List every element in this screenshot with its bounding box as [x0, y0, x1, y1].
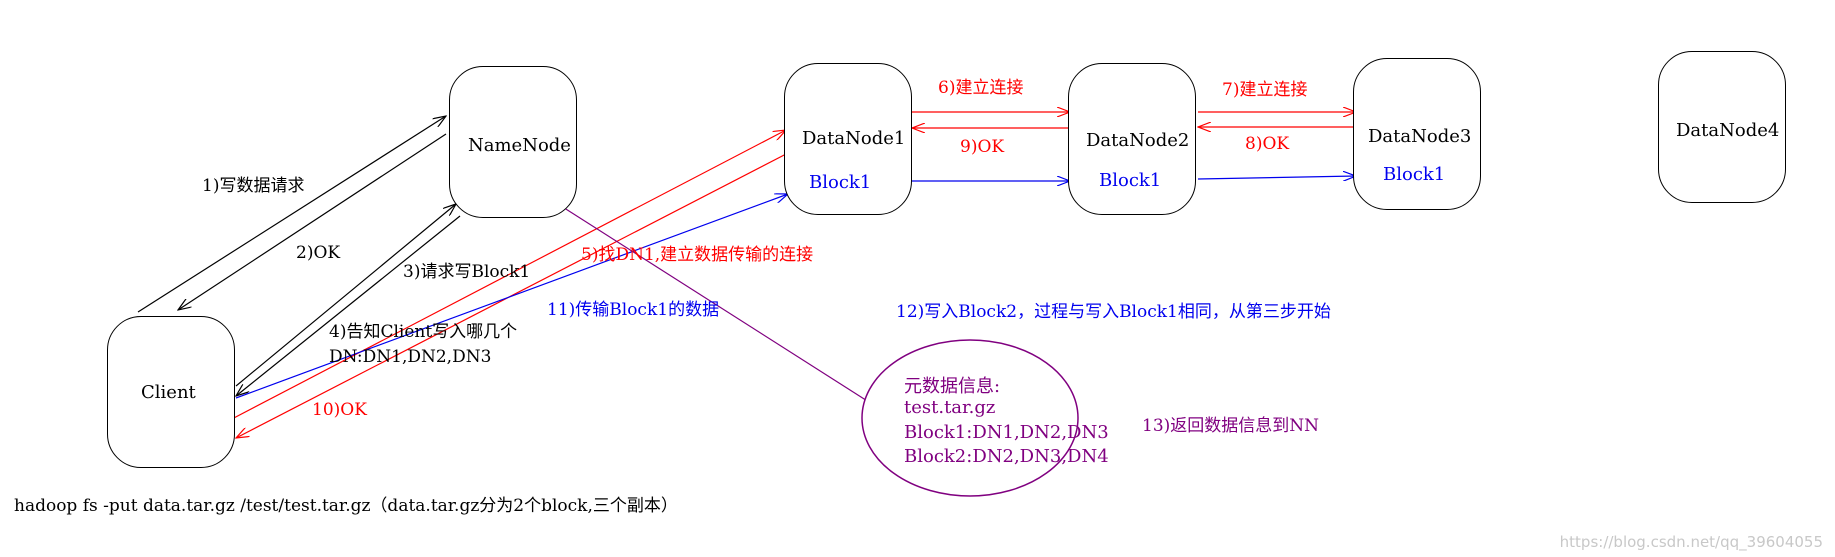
datanode3-block: Block1 [1383, 164, 1446, 185]
metadata-title: 元数据信息: [904, 376, 1001, 397]
datanode2-label: DataNode2 [1086, 130, 1190, 151]
step2-label: 2)OK [296, 243, 341, 263]
arrow-request-block [235, 204, 456, 387]
arrow-ok [178, 133, 447, 310]
datanode2-box [1068, 63, 1196, 215]
step13-label: 13)返回数据信息到NN [1142, 416, 1320, 436]
namenode-label: NameNode [468, 135, 571, 156]
arrow-tell-client [236, 215, 461, 396]
step9-label: 9)OK [960, 137, 1005, 157]
client-label: Client [141, 382, 196, 403]
step1-label: 1)写数据请求 [202, 176, 305, 196]
metadata-block1: Block1:DN1,DN2,DN3 [904, 422, 1109, 443]
metadata-ellipse [861, 339, 1079, 497]
arrow-connect-dn1 [229, 130, 786, 421]
arrow-dn2-dn3-data [1197, 176, 1356, 179]
step4-label-line2: DN:DN1,DN2,DN3 [329, 347, 492, 367]
arrow-write-request [137, 116, 446, 313]
datanode3-label: DataNode3 [1368, 126, 1472, 147]
watermark: https://blog.csdn.net/qq_39604055 [1559, 533, 1823, 551]
client-box [107, 316, 235, 468]
step5-label: 5)找DN1,建立数据传输的连接 [581, 245, 814, 265]
command-caption: hadoop fs -put data.tar.gz /test/test.ta… [14, 496, 678, 516]
step10-label: 10)OK [312, 400, 367, 420]
step3-label: 3)请求写Block1 [403, 262, 531, 282]
step11-label: 11)传输Block1的数据 [547, 300, 720, 320]
metadata-file: test.tar.gz [904, 397, 996, 418]
step6-label: 6)建立连接 [938, 78, 1024, 98]
step12-label: 12)写入Block2，过程与写入Block1相同，从第三步开始 [896, 302, 1331, 322]
step7-label: 7)建立连接 [1222, 80, 1308, 100]
step8-label: 8)OK [1245, 134, 1290, 154]
arrow-transfer-block [235, 194, 788, 399]
datanode4-box [1658, 51, 1786, 203]
datanode1-box [784, 63, 912, 215]
datanode3-box [1353, 58, 1481, 210]
datanode2-block: Block1 [1099, 170, 1162, 191]
namenode-box [449, 66, 577, 218]
datanode4-label: DataNode4 [1676, 120, 1780, 141]
arrow-return-metadata [536, 190, 873, 405]
step4-label-line1: 4)告知Client写入哪几个 [329, 322, 518, 342]
datanode1-label: DataNode1 [802, 128, 906, 149]
datanode1-block: Block1 [809, 172, 872, 193]
metadata-block2: Block2:DN2,DN3,DN4 [904, 446, 1109, 467]
